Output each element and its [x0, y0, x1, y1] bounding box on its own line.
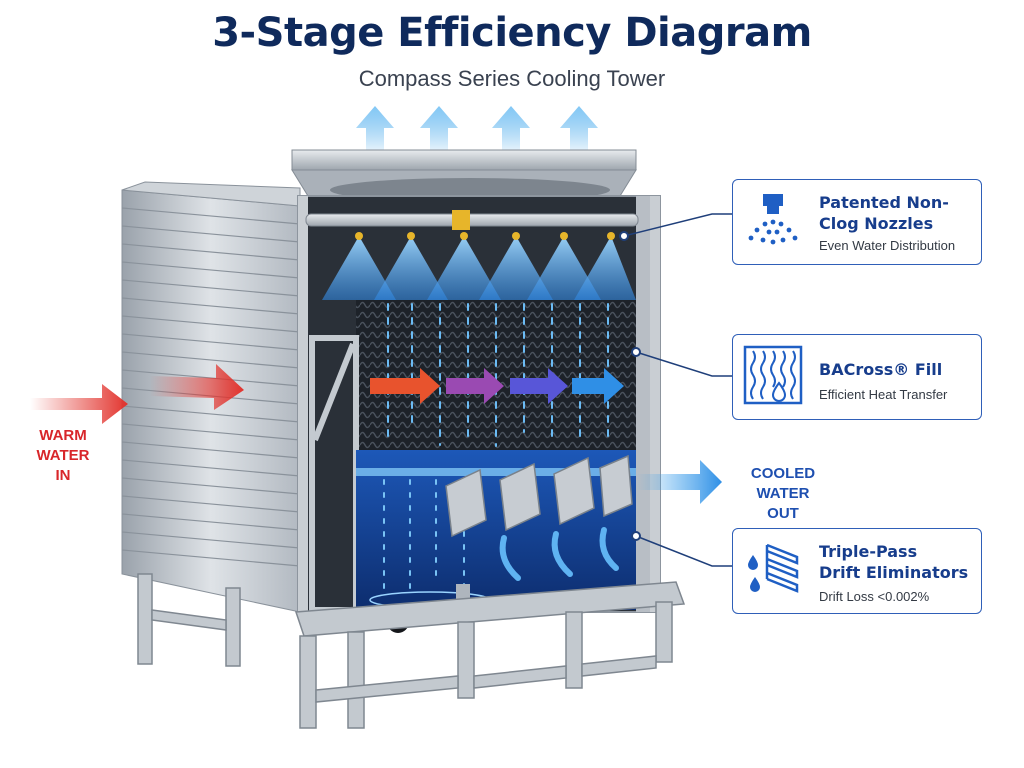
callout-nozzles-title: Patented Non- Clog Nozzles	[819, 193, 949, 233]
callout-drift-eliminators: Triple-Pass Drift Eliminators Drift Loss…	[732, 528, 982, 614]
drift-eliminator-icon	[748, 543, 799, 593]
base-frame	[137, 573, 686, 729]
page-title: 3-Stage Efficiency Diagram	[212, 10, 812, 56]
warm-water-inlet-arrows	[30, 364, 244, 424]
fill-media	[356, 300, 636, 450]
spray-header	[305, 210, 639, 230]
callout-nozzles-subtitle: Even Water Distribution	[819, 238, 956, 253]
callout-leader-lines	[619, 213, 732, 567]
heat-transfer-arrows	[370, 368, 624, 404]
drift-eliminators	[445, 454, 633, 538]
wavy-fill-icon	[743, 345, 803, 405]
fan-deck	[291, 149, 637, 202]
callout-nozzles: Patented Non- Clog Nozzles Even Water Di…	[732, 179, 982, 265]
exhaust-air-arrows	[356, 106, 598, 150]
page-subtitle: Compass Series Cooling Tower	[358, 66, 666, 91]
spray-cones	[322, 232, 636, 300]
airflow-curves	[499, 527, 619, 581]
cooled-water-out-label: COOLED WATER OUT	[750, 465, 816, 522]
louvered-side-panel	[121, 181, 301, 613]
callout-fill: BACross® Fill Efficient Heat Transfer	[732, 334, 982, 420]
spray-nozzle-icon	[748, 194, 798, 245]
warm-water-in-label: WARM WATER IN	[36, 427, 90, 484]
callout-drift-eliminators-title: Triple-Pass Drift Eliminators	[819, 542, 969, 582]
callout-drift-eliminators-subtitle: Drift Loss <0.002%	[819, 589, 930, 604]
callout-fill-subtitle: Efficient Heat Transfer	[819, 387, 948, 402]
cooled-water-outlet-arrow	[636, 460, 722, 504]
callout-fill-title: BACross® Fill	[819, 360, 943, 379]
